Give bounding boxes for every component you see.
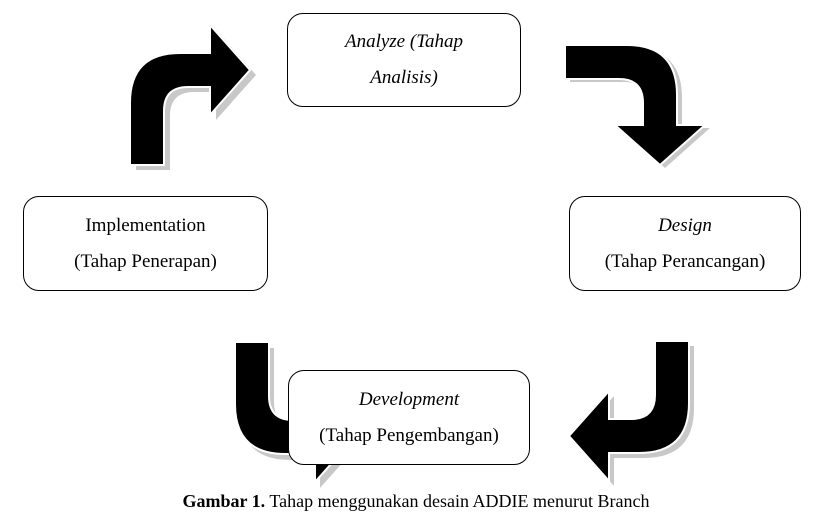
curved-arrow-icon bbox=[129, 24, 256, 170]
stage-implementation-line1: Implementation bbox=[85, 214, 206, 236]
stage-development-line2: (Tahap Pengembangan) bbox=[319, 424, 499, 446]
stage-analyze-line1: Analyze (Tahap bbox=[344, 31, 464, 52]
stage-implementation-line2: (Tahap Penerapan) bbox=[74, 250, 217, 272]
stage-development-line1: Development bbox=[358, 388, 460, 410]
stage-analyze-line2: Analisis) bbox=[370, 67, 438, 88]
stage-design-line1: Design bbox=[658, 214, 712, 236]
stage-box-development: Development (Tahap Pengembangan) bbox=[288, 370, 530, 465]
curved-arrow-icon bbox=[564, 44, 710, 168]
stage-design-line2: (Tahap Perancangan) bbox=[604, 250, 766, 272]
stage-box-implementation: Implementation (Tahap Penerapan) bbox=[23, 196, 268, 291]
figure-caption: Gambar 1. Tahap menggunakan desain ADDIE… bbox=[0, 488, 832, 514]
caption-text: Tahap menggunakan desain ADDIE menurut B… bbox=[265, 491, 650, 511]
caption-label: Gambar 1. bbox=[182, 491, 266, 511]
stage-box-analyze: Analyze (Tahap Analisis) bbox=[287, 13, 521, 107]
stage-box-design: Design (Tahap Perancangan) bbox=[569, 196, 801, 291]
curved-arrow-icon bbox=[568, 340, 694, 486]
